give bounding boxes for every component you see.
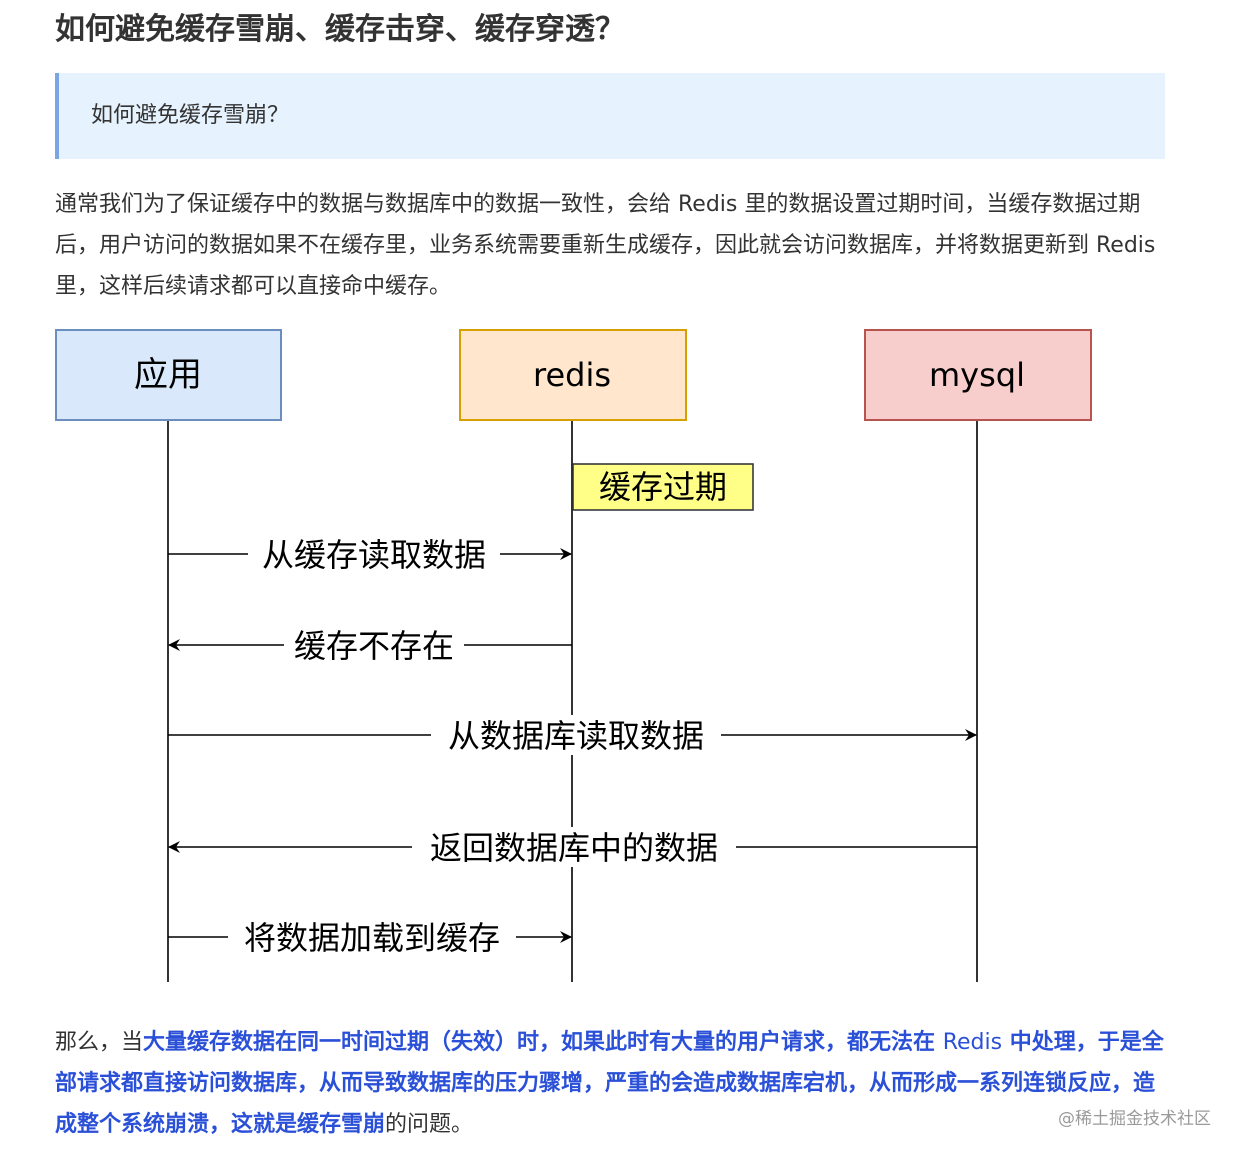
conclusion-part4: 中处理，于是全部请求都直接访问数据库，从而导致数据库的压力骤增，严重的会造成数据… (55, 1030, 1164, 1137)
message-cache-miss: 缓存不存在 (168, 625, 572, 665)
message-return-db: 返回数据库中的数据 (168, 827, 977, 867)
conclusion-part2: 大量缓存数据在同一时间过期（失效）时，如果此时有大量的用户请求，都无法在 (143, 1030, 943, 1055)
actor-redis-label: redis (533, 356, 611, 394)
article-heading: 如何避免缓存雪崩、缓存击穿、缓存穿透？ (55, 12, 625, 47)
watermark: @稀土掘金技术社区 (1058, 1109, 1211, 1129)
actor-mysql-label: mysql (929, 356, 1025, 394)
intro-paragraph: 通常我们为了保证缓存中的数据与数据库中的数据一致性，会给 Redis 里的数据设… (55, 192, 1156, 299)
message-read-db: 从数据库读取数据 (168, 715, 977, 755)
actor-app: 应用 (55, 329, 282, 421)
message-read-cache-label: 从缓存读取数据 (262, 536, 486, 574)
conclusion-part3: Redis (942, 1030, 1003, 1055)
message-read-db-label: 从数据库读取数据 (448, 717, 704, 755)
conclusion-part5: 的问题。 (385, 1112, 474, 1137)
actor-app-label: 应用 (134, 355, 202, 395)
actor-mysql: mysql (864, 329, 1092, 421)
message-return-db-label: 返回数据库中的数据 (430, 829, 718, 867)
message-cache-miss-label: 缓存不存在 (294, 627, 454, 665)
blockquote-text: 如何避免缓存雪崩？ (91, 103, 290, 128)
conclusion-paragraph: 那么，当大量缓存数据在同一时间过期（失效）时，如果此时有大量的用户请求，都无法在… (55, 1022, 1170, 1145)
actor-redis: redis (459, 329, 687, 421)
message-load-cache: 将数据加载到缓存 (168, 917, 572, 957)
message-load-cache-label: 将数据加载到缓存 (244, 919, 500, 957)
note-label: 缓存过期 (599, 468, 727, 506)
blockquote: 如何避免缓存雪崩？ (55, 73, 1165, 159)
message-read-cache: 从缓存读取数据 (168, 534, 572, 574)
conclusion-part1: 那么，当 (55, 1030, 144, 1055)
note-cache-expired: 缓存过期 (572, 463, 754, 511)
